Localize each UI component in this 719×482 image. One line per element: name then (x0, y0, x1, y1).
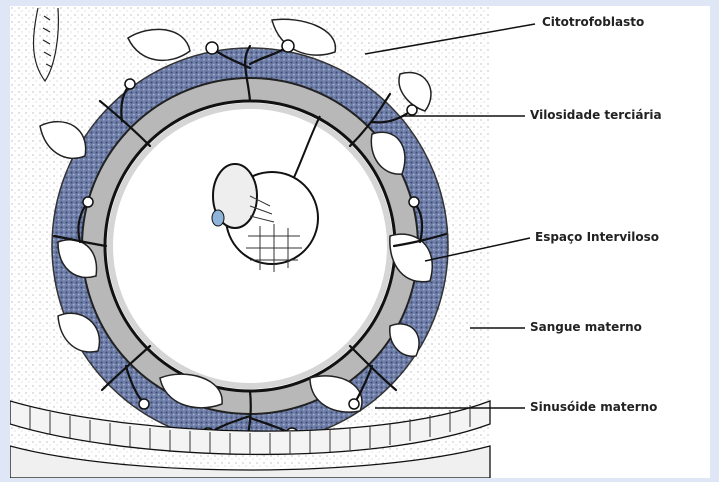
label-citotrofoblasto: Citotrofoblasto (542, 15, 644, 29)
label-sangue-materno: Sangue materno (530, 320, 642, 334)
placenta-illustration: Citotrofoblasto Vilosidade terciária Esp… (10, 6, 710, 478)
label-vilosidade-terciaria: Vilosidade terciária (530, 108, 662, 122)
label-sinusoide-materno: Sinusóide materno (530, 400, 657, 414)
label-espaco-interviloso: Espaço Interviloso (535, 230, 659, 244)
